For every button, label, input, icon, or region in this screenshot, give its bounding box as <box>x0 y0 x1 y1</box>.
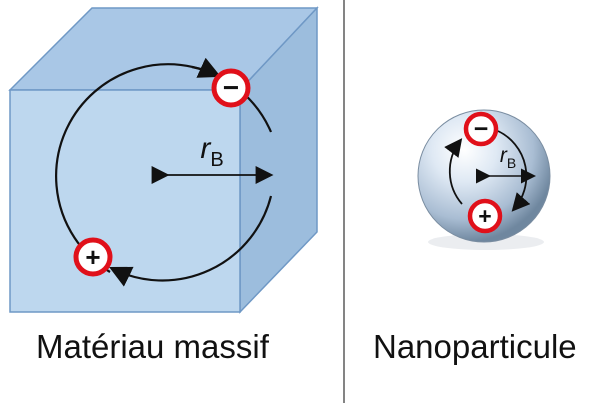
nanoparticle-caption: Nanoparticule <box>373 328 577 365</box>
nano-orbit-left-arc <box>444 138 463 205</box>
bulk-material-caption: Matériau massif <box>36 328 269 365</box>
negative-charge-icon <box>463 111 499 147</box>
positive-charge-icon <box>73 237 113 277</box>
cube-front-face <box>9 89 241 313</box>
bulk-radius-label: rB <box>200 132 223 171</box>
bulk-hole: + <box>73 237 113 277</box>
nano-electron: − <box>463 111 499 147</box>
bulk-material-panel: rB − + <box>8 6 319 314</box>
positive-charge-icon <box>467 198 503 234</box>
positive-charge-symbol: + <box>478 203 491 229</box>
cube <box>8 6 319 314</box>
nano-hole: + <box>467 198 503 234</box>
bulk-electron: − <box>211 68 251 108</box>
nanoparticle-panel: rB − + <box>417 109 551 250</box>
positive-charge-symbol: + <box>85 242 100 272</box>
negative-charge-symbol: − <box>223 72 239 103</box>
negative-charge-symbol: − <box>474 115 489 143</box>
bulk-orbit-arrow-to-hole <box>109 195 273 287</box>
nano-radius-label: rB <box>500 144 516 171</box>
negative-charge-icon <box>211 68 251 108</box>
nano-orbit-right-arc <box>497 130 531 212</box>
